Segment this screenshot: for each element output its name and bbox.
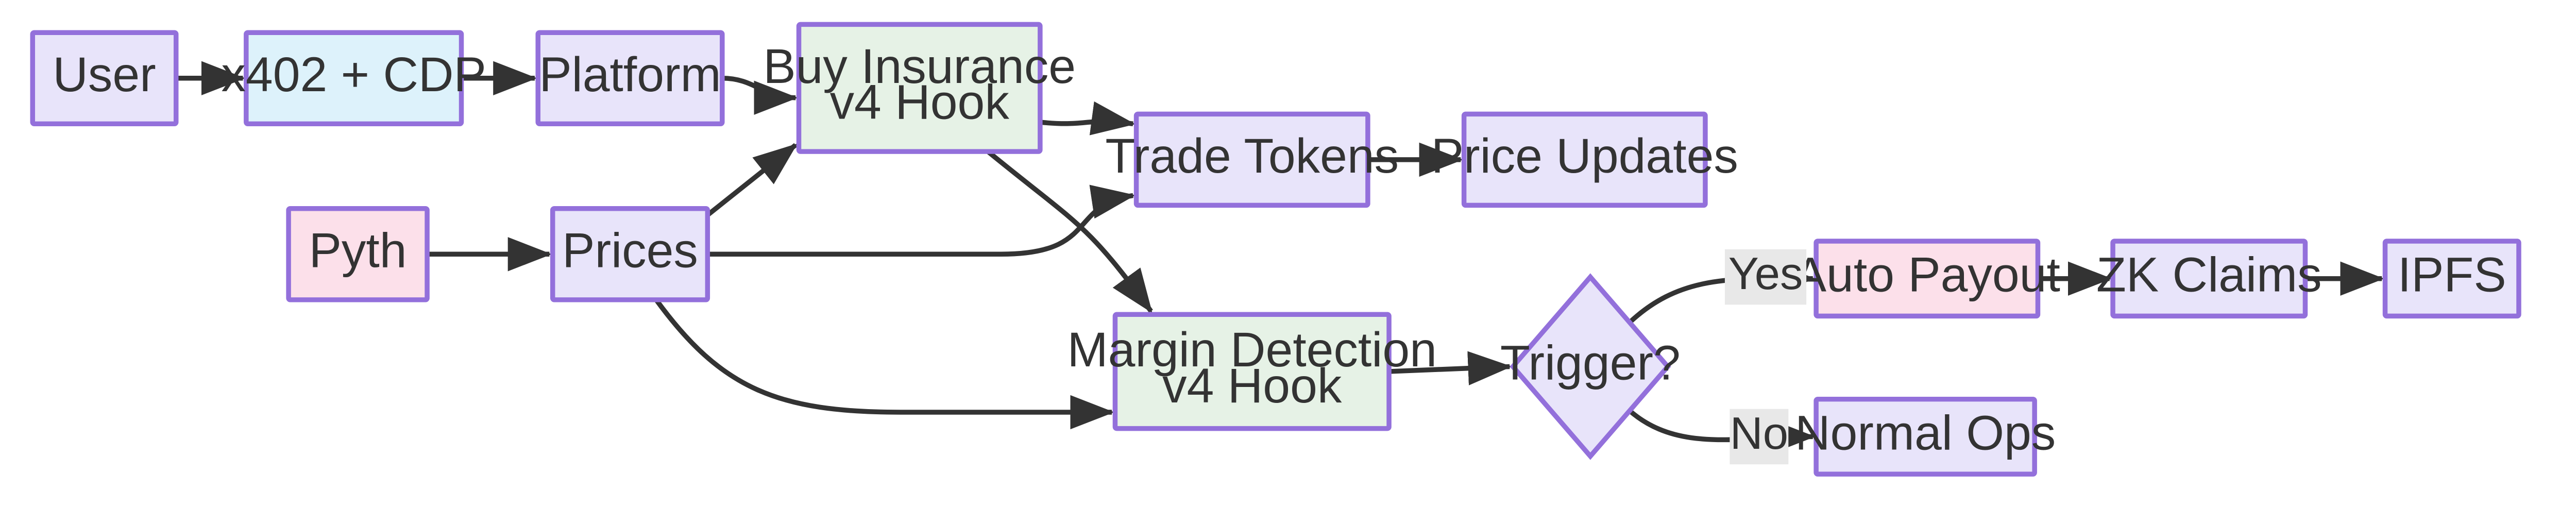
node-priceupd[interactable]: Price Updates <box>1431 111 1738 208</box>
node-shape-rect <box>286 206 430 302</box>
edge-label-background <box>1730 409 1789 465</box>
edge-label-text-no-label: No <box>1730 408 1788 459</box>
node-shape-rect <box>535 30 725 127</box>
edge-margin-to-trigger <box>1388 351 1512 385</box>
node-prices[interactable]: Prices <box>550 206 710 302</box>
edge-label-yes-label: Yes <box>1724 248 1807 305</box>
node-ipfs[interactable]: IPFS <box>2382 239 2521 319</box>
node-shape-rect <box>1133 111 1370 208</box>
node-user[interactable]: User <box>30 30 179 127</box>
node-normal[interactable]: Normal Ops <box>1795 396 2056 477</box>
node-trade[interactable]: Trade Tokens <box>1105 111 1399 208</box>
node-shape-rect <box>796 22 1043 154</box>
node-shape-rect <box>30 30 179 127</box>
node-platform[interactable]: Platform <box>535 30 725 127</box>
node-payout[interactable]: Auto Payout <box>1794 239 2060 319</box>
node-shape-rect <box>550 206 710 302</box>
edge-buyins-to-margin <box>986 149 1153 313</box>
node-shape-rect <box>1814 396 2037 477</box>
node-shape-rect <box>1814 239 2041 319</box>
node-pyth[interactable]: Pyth <box>286 206 430 302</box>
edge-prices-to-trade <box>707 184 1136 257</box>
node-shape-diamond <box>1510 273 1671 460</box>
edge-platform-to-buyins <box>722 76 798 115</box>
node-shape-rect <box>2110 239 2308 319</box>
node-x402[interactable]: x402 + CDP <box>221 30 486 127</box>
node-zk[interactable]: ZK Claims <box>2096 239 2322 319</box>
node-shape-rect <box>244 30 464 127</box>
node-shape-rect <box>1461 111 1708 208</box>
node-shape-rect <box>1112 312 1392 431</box>
edge-prices-to-margin <box>654 298 1114 430</box>
node-shape-rect <box>2382 239 2521 319</box>
edge-label-background <box>1724 249 1807 305</box>
edge-buyins-to-trade <box>1040 101 1136 136</box>
edge-prices-to-buyins <box>706 143 798 217</box>
edge-label-text-yes-label: Yes <box>1728 248 1803 299</box>
edge-label-no-label: No <box>1730 408 1789 465</box>
